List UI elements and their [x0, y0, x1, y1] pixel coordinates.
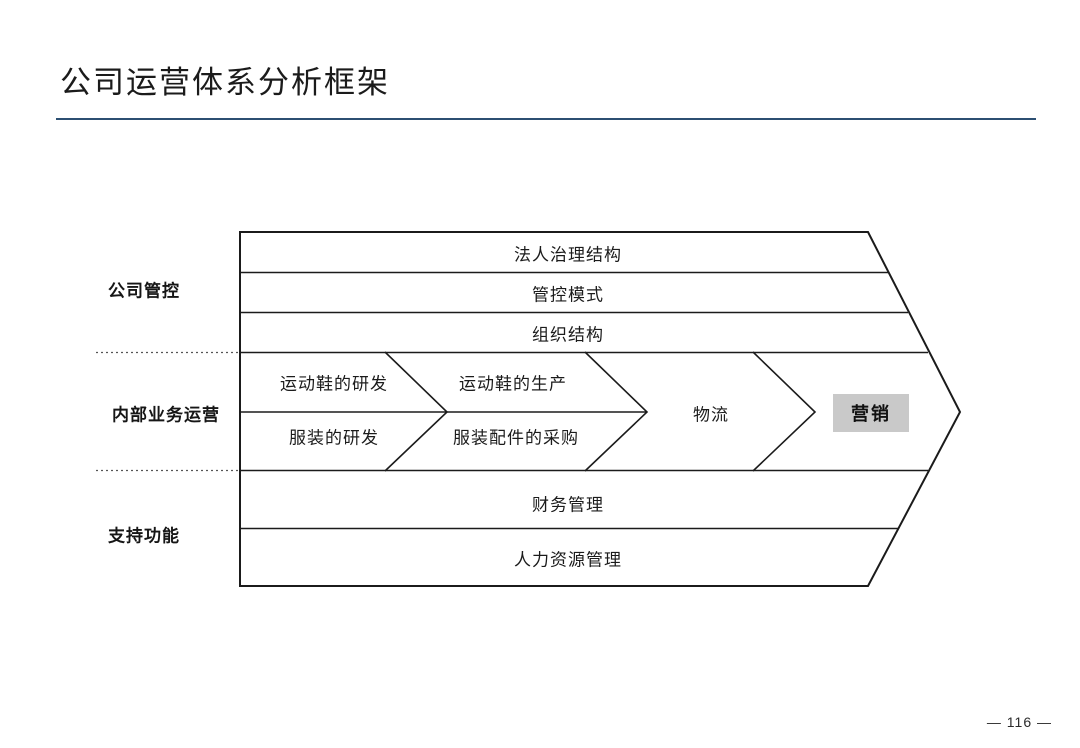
band-corporate-governance: 法人治理结构: [514, 245, 622, 265]
title-divider: [56, 118, 1036, 120]
stage-2-bottom-label: 服装配件的采购: [453, 428, 579, 448]
stage-1-top-label: 运动鞋的研发: [280, 374, 388, 394]
stage-3-label: 物流: [693, 405, 729, 425]
chevron-divider-3: [752, 351, 817, 472]
band-hr-management: 人力资源管理: [514, 550, 622, 570]
page-title: 公司运营体系分析框架: [60, 65, 390, 100]
page-number: — 116 —: [986, 714, 1052, 730]
row-label-operations: 内部业务运营: [112, 405, 220, 425]
stage-1-bottom-label: 服装的研发: [289, 428, 379, 448]
stage-2-top-label: 运动鞋的生产: [459, 374, 567, 394]
band-org-structure: 组织结构: [532, 325, 604, 345]
band-finance-management: 财务管理: [532, 495, 604, 515]
diagram-outline: [239, 231, 962, 587]
band-control-mode: 管控模式: [532, 285, 604, 305]
row-label-governance: 公司管控: [108, 281, 180, 301]
row-label-support: 支持功能: [108, 526, 180, 546]
stage-4-label-highlighted: 营销: [833, 394, 909, 432]
